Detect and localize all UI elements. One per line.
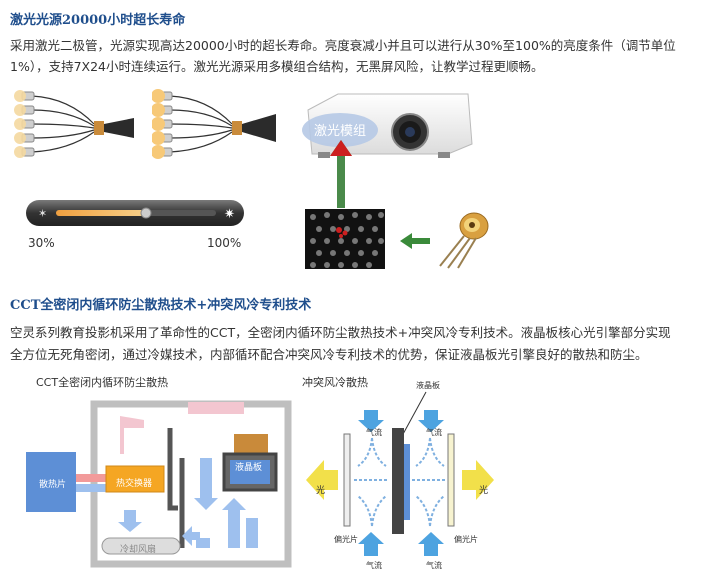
section1-paragraph-line2: 1%），支持7X24小时连续运行。激光光源采用多模组合结构，无黑屏风险，让教学过… <box>10 59 544 74</box>
section1-paragraph-line1: 采用激光二极管，光源实现高达20000小时的超长寿命。亮度衰减小并且可以进行从3… <box>10 38 676 53</box>
cct-diagram-title: CCT全密闭内循环防尘散热 <box>36 376 169 389</box>
slider-min-label: 30% <box>28 236 55 250</box>
light-label-left: 光 <box>316 486 326 496</box>
airflow-label-bottom-left: 气流 <box>366 561 382 570</box>
laser-array-image <box>305 209 385 269</box>
laser-diode-image <box>439 212 489 269</box>
laser-bundle-30-illustration <box>14 90 134 158</box>
cct-diagram <box>26 400 292 568</box>
green-left-arrow-icon <box>400 233 430 249</box>
laser-bundle-100-illustration <box>152 89 276 159</box>
projector-illustration <box>302 93 473 158</box>
polarizer-label-right: 偏光片 <box>454 535 478 544</box>
bright-sun-icon: ✷ <box>224 207 235 222</box>
section2-paragraph-line1: 空灵系列教育投影机采用了革命性的CCT，全密闭内循环防尘散热技术+冲突风冷专利技… <box>10 325 671 340</box>
polarizer-label-left: 偏光片 <box>334 535 358 544</box>
laser-module-label: 激光模组 <box>314 124 367 139</box>
airflow-label-top-right: 气流 <box>426 428 442 437</box>
airflow-label-bottom-right: 气流 <box>426 561 442 570</box>
slider-knob <box>140 207 152 219</box>
conflict-cooling-title: 冲突风冷散热 <box>302 376 368 389</box>
red-up-arrow-icon <box>330 140 352 208</box>
heat-exchanger-label: 热交换器 <box>116 479 153 489</box>
slider-max-label: 100% <box>207 236 242 250</box>
slider-fill <box>56 210 146 216</box>
section1-title: 激光光源20000小时超长寿命 <box>10 13 186 28</box>
brightness-slider: ✶ ✷ <box>26 200 244 226</box>
heat-sink-label: 散热片 <box>39 480 67 490</box>
light-label-right: 光 <box>479 486 489 496</box>
section2-title: CCT全密闭内循环防尘散热技术+冲突风冷专利技术 <box>10 298 312 313</box>
lcd-panel-label-right: 液晶板 <box>416 381 440 390</box>
airflow-label-top-left: 气流 <box>366 428 382 437</box>
section2-paragraph-line2: 全方位无死角密闭，通过冷媒技术，内部循环配合冲突风冷专利技术的优势，保证液晶板光… <box>10 347 648 362</box>
dim-sun-icon: ✶ <box>38 207 47 220</box>
conflict-cooling-diagram <box>306 391 494 556</box>
lcd-panel-label-left: 液晶板 <box>235 463 263 473</box>
cooling-fan-label: 冷却风扇 <box>120 545 157 555</box>
